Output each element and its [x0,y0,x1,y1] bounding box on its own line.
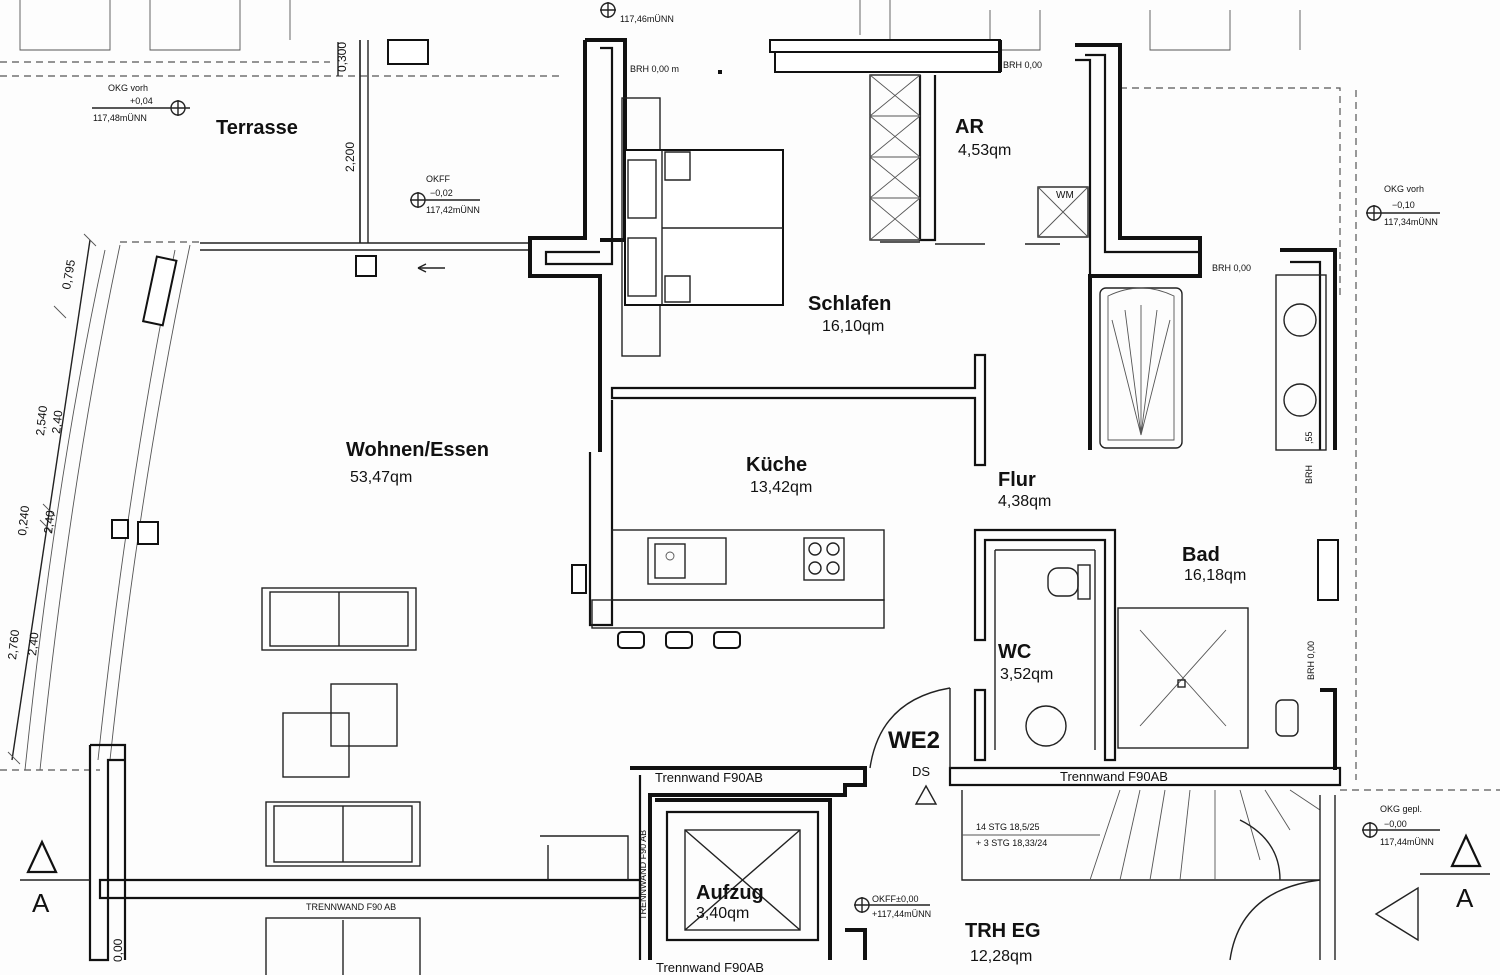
walls [88,38,1342,962]
room-name-ar: AR [955,116,984,138]
brh-bath-side: BRH [1304,465,1314,484]
room-name-wc: WC [998,641,1031,663]
level-aufzug-okff-nn: +117,44mÜNN [872,909,931,919]
brh-bath-side-value: ,55 [1304,431,1314,444]
unit-sub-label: DS [912,764,930,779]
level-marker-top [600,2,616,18]
shower [1117,607,1299,749]
room-name-aufzug: Aufzug [696,882,764,904]
level-stair-okg-title: OKG gepl. [1380,804,1422,814]
trennwand-top-label: Trennwand F90AB [655,770,763,785]
level-right-okg-nn: 117,34mÜNN [1384,217,1438,227]
brh-schlafen: BRH 0,00 m [630,64,679,74]
level-right-okg-title: OKG vorh [1384,184,1424,194]
unit-label: WE2 [888,727,940,754]
trennwand-bottom-label: Trennwand F90AB [656,960,764,975]
washbasins [1275,274,1327,451]
site-boundary-lines [0,0,1500,791]
dim-2540: 2,540 [33,405,50,437]
dimension-chain-left [7,40,361,765]
sofa-bottom [265,801,421,867]
double-bed [621,97,784,357]
wm-label: WM [1056,190,1074,201]
stair-spec-line1: 14 STG 18,5/25 [976,822,1040,832]
dim-2200: 2,200 [343,142,357,172]
bathtub [1099,287,1183,449]
room-name-bad: Bad [1182,544,1220,566]
dim-240c: 2,40 [25,631,41,656]
entrance-door[interactable] [869,687,951,769]
level-marker-stair-okg [1362,822,1440,838]
dim-0795: 0,795 [59,258,78,290]
level-terrasse-okff-nn: 117,42mÜNN [426,205,480,215]
level-stair-okg-value: −0,00 [1384,819,1407,829]
trennwand-right-label: Trennwand F90AB [1060,769,1168,784]
dim-240b: 2,40 [41,509,57,534]
wc-basin [1025,705,1067,747]
coffee-tables [282,683,398,778]
kitchen-counter [571,529,885,649]
level-stair-okg-nn: 117,44mÜNN [1380,837,1434,847]
room-area-aufzug: 3,40qm [696,905,749,922]
dim-000: 0,00 [111,938,125,962]
room-area-bad: 16,18qm [1184,567,1246,584]
level-marker-right-okg [1366,205,1440,221]
sofa-top [261,587,417,651]
dim-240a: 2,40 [49,409,65,434]
section-label-right: A [1456,883,1474,913]
room-name-schlafen: Schlafen [808,293,891,315]
level-aufzug-okff-value: OKFF±0,00 [872,894,918,904]
section-marker-left [20,839,90,881]
trennwand-vertical-label: TRENNWAND F90 AB [638,830,648,920]
brh-schlafen-dot [718,70,722,74]
dim-2760: 2,760 [5,629,22,661]
level-terrasse-okg-title: OKG vorh [108,83,148,93]
staircase[interactable] [961,789,1336,961]
room-area-wc: 3,52qm [1000,666,1053,683]
washing-machine: WM [1037,186,1089,238]
room-name-wohnen: Wohnen/Essen [346,439,489,461]
ar-shelving [869,74,921,241]
room-area-kueche: 13,42qm [750,479,812,496]
room-area-trh: 12,28qm [970,948,1032,965]
level-terrasse-okff-value: −0,02 [430,188,453,198]
dim-0240: 0,240 [15,505,32,537]
brh-bad-right: BRH 0,00 [1306,641,1316,680]
level-terrasse-okff-title: OKFF [426,174,451,184]
room-area-wohnen: 53,47qm [350,469,412,486]
section-label-left: A [32,888,50,918]
sofa-lower [265,917,421,975]
room-name-terrasse: Terrasse [216,117,298,139]
dim-0300: 0,300 [335,42,349,72]
room-area-ar: 4,53qm [958,142,1011,159]
room-name-trh: TRH EG [965,920,1041,942]
level-marker-aufzug-okff [854,897,930,913]
room-name-flur: Flur [998,469,1036,491]
curved-facade [24,244,191,771]
wc-toilet [1047,564,1091,600]
brh-ar: BRH 0,00 [1003,60,1042,70]
elevator-shaft [684,829,801,931]
section-marker-right [1420,833,1490,875]
stair-spec-line2: + 3 STG 18,33/24 [976,838,1047,848]
unit-triangle [914,784,938,805]
room-area-flur: 4,38qm [998,493,1051,510]
level-marker-terrace-okg [92,100,190,116]
trennwand-bottom-left-label: TRENNWAND F90 AB [306,902,396,912]
room-area-schlafen: 16,10qm [822,318,884,335]
brh-bath-top: BRH 0,00 [1212,263,1251,273]
stair-direction-arrow [1374,886,1419,942]
room-name-kueche: Küche [746,454,807,476]
level-marker-terrace-okff [410,192,480,208]
level-terrasse-okg-value: +0,04 [130,96,153,106]
level-top-nn: 117,46mÜNN [620,14,674,24]
level-right-okg-value: −0,10 [1392,200,1415,210]
level-terrasse-okg-nn: 117,48mÜNN [93,113,147,123]
